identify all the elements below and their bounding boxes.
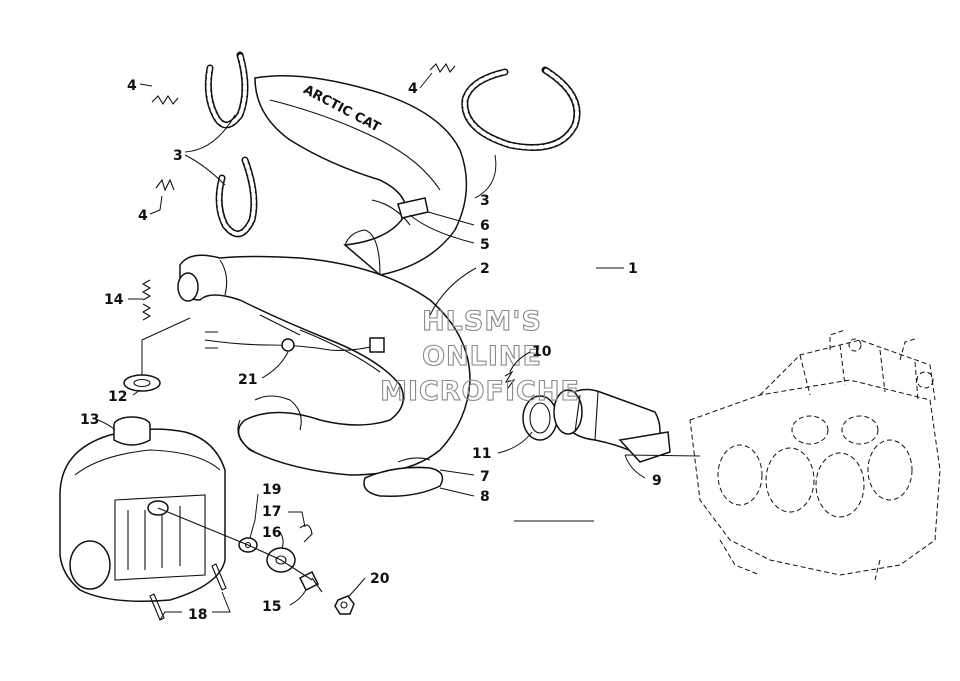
watermark-line-1: HLSM'S: [422, 306, 542, 337]
watermark-line-2: ONLINE: [422, 341, 542, 372]
clip-17: [299, 524, 313, 543]
sensor-harness: [204, 331, 385, 353]
retaining-strap-ring: [461, 66, 581, 151]
callout-20: 20: [370, 571, 390, 587]
chamber-outlet-flange: [177, 272, 199, 302]
callout-6: 6: [480, 218, 490, 234]
mount-axis-line: [157, 507, 313, 581]
callout-12: 12: [108, 389, 127, 405]
callout-5: 5: [480, 237, 490, 253]
callout-14: 14: [104, 292, 124, 308]
lower-heat-shield: [363, 466, 444, 498]
callout-21: 21: [238, 372, 257, 388]
callout-3-right: 3: [480, 193, 490, 209]
grommet: [123, 374, 161, 392]
callout-4-top-right: 4: [408, 81, 418, 97]
heat-shield: ARCTIC CAT: [254, 74, 468, 276]
nut-20: [334, 595, 355, 615]
gasket-7: [397, 457, 431, 463]
spring-14: [141, 279, 152, 321]
expansion-chamber: [177, 254, 471, 476]
callout-13: 13: [80, 412, 99, 428]
spring-10: [504, 370, 516, 389]
leader-lines: [97, 72, 701, 621]
engine-block: [689, 329, 941, 581]
seal-ring-11: [522, 395, 558, 441]
callout-15: 15: [262, 599, 281, 615]
spring-4-a: [151, 94, 179, 106]
mount-bolt-15: [298, 570, 323, 593]
spring-4-b: [155, 178, 175, 192]
callout-3-left: 3: [173, 148, 183, 164]
callout-11: 11: [472, 446, 491, 462]
callout-8: 8: [480, 489, 490, 505]
callout-4-top-left: 4: [127, 78, 137, 94]
spring-4-c: [429, 62, 456, 74]
callouts: 1 2 3 3 4 4 4 5 6 7 8 9 10 11 12 13 14 1…: [80, 78, 662, 623]
exhaust-manifold: [553, 388, 671, 463]
callout-18: 18: [188, 607, 207, 623]
callout-19: 19: [262, 482, 281, 498]
callout-1: 1: [628, 261, 638, 277]
watermark: HLSM'S ONLINE MICROFICHE: [380, 305, 580, 407]
silencer-outlet: [69, 540, 111, 590]
retaining-chain-lower: [215, 156, 258, 238]
watermark-line-3: MICROFICHE: [380, 376, 580, 407]
callout-4-middle-left: 4: [138, 208, 148, 224]
callout-9: 9: [652, 473, 662, 489]
silencer: [59, 416, 226, 602]
retaining-chain-upper: [204, 51, 249, 129]
callout-16: 16: [262, 525, 281, 541]
callout-17: 17: [262, 504, 281, 520]
mounting-studs: [149, 563, 227, 621]
callout-7: 7: [480, 469, 490, 485]
callout-2: 2: [480, 261, 490, 277]
callout-10: 10: [532, 344, 552, 360]
